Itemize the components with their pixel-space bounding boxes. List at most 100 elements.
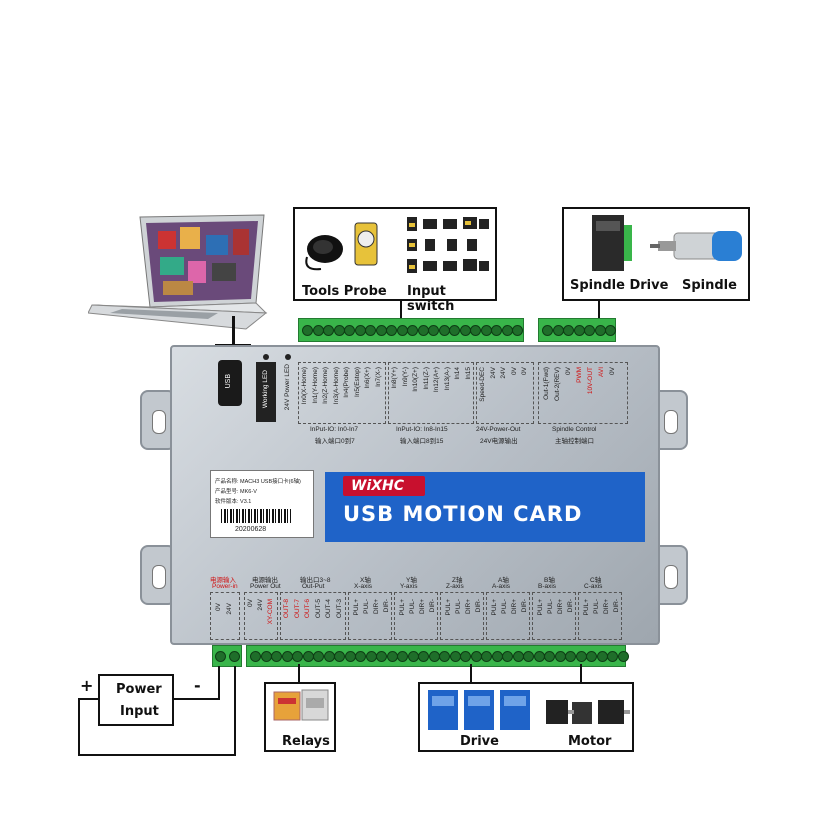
spindle-control-caption: Spindle Control — [552, 426, 597, 433]
pin-label: In4(Probe) — [343, 367, 350, 398]
sticker-line-2: 产品型号: MK6-V — [215, 489, 257, 495]
pin-label: OUT-7 — [293, 599, 301, 619]
terminal-screw — [302, 651, 314, 662]
spindle-icon — [650, 231, 742, 261]
input-panel-a: In0(X-Home)In1(Y-Home)In2(Z-Home)In3(A-H… — [298, 362, 386, 424]
sticker-serial: 20200628 — [235, 526, 267, 533]
power-led-area: 24V Power LED — [280, 362, 296, 430]
pin-label: 0V — [521, 367, 528, 375]
terminal-screw — [418, 651, 429, 662]
connector-line — [580, 664, 582, 684]
terminal-screw — [470, 325, 481, 336]
terminal-screw — [396, 325, 408, 336]
pin-label: Out-1(Fwd) — [543, 367, 550, 400]
terminal-screw — [355, 651, 366, 662]
terminal-screw — [523, 651, 534, 662]
pin-label: In6(X+) — [364, 367, 371, 389]
terminal-screw — [215, 651, 226, 662]
terminal-screw — [586, 651, 597, 662]
terminal-screw — [501, 325, 513, 336]
terminal-screw — [480, 325, 492, 336]
pin-label: 0V — [215, 603, 222, 611]
pin-label: DIR- — [429, 599, 436, 613]
pin-label: DIR- — [567, 599, 574, 613]
laptop-image — [87, 205, 268, 345]
axis-caption-cn: X轴 — [360, 577, 371, 584]
out-caption-cn: 输出口3~8 — [300, 577, 331, 584]
input-a-caption: InPut-IO: In0-In7 — [310, 426, 359, 433]
terminal-screw — [407, 325, 418, 336]
terminal-screw — [470, 651, 482, 662]
pin-label: PUL- — [547, 599, 554, 614]
pin-label: In7(X-) — [374, 367, 382, 387]
pin-label: DIR- — [521, 599, 528, 613]
terminal-screw — [502, 651, 513, 662]
pin-label: Speed-DEC — [479, 367, 486, 402]
terminal-screw — [438, 325, 450, 336]
board-title: USB MOTION CARD — [343, 502, 583, 526]
power-wire — [78, 698, 80, 756]
terminal-screw — [584, 325, 595, 336]
terminal-screw — [491, 325, 502, 336]
pin-label: PUL+ — [583, 599, 590, 616]
drive-icon — [428, 690, 530, 730]
sticker-line-1: 产品名称: MACH3 USB接口卡(6轴) — [215, 479, 301, 485]
usb-port: USB — [218, 360, 242, 406]
pin-label: DIR- — [475, 599, 482, 613]
terminal-screw — [344, 651, 356, 662]
working-led-label: Working LED — [262, 370, 269, 409]
power-input-box: Power Input — [98, 674, 174, 726]
pin-label: DIR- — [613, 599, 620, 613]
axis-caption: Z-axis — [446, 583, 464, 590]
pin-label: AVI — [598, 367, 605, 377]
terminal-screw — [617, 651, 629, 662]
axis-caption-cn: Z轴 — [452, 577, 463, 584]
terminal-screw — [344, 325, 355, 336]
axis-panel: PUL+PUL-DIR+DIR- — [440, 592, 484, 640]
axis-caption-cn: Y轴 — [406, 577, 417, 584]
power-wire — [218, 666, 220, 700]
terminal-screw — [302, 325, 313, 336]
pin-label: PUL+ — [399, 599, 406, 616]
drive-label: Drive — [460, 734, 499, 749]
pin-label: In9(Y-) — [401, 367, 409, 387]
spindle-control-caption-cn: 主轴控制端口 — [555, 438, 594, 445]
relays-callout: Relays — [264, 682, 336, 752]
terminal-screw — [449, 325, 460, 336]
pin-label: PWM — [576, 367, 583, 383]
pin-label: PUL+ — [353, 599, 360, 616]
power-in-caption: Power-in — [212, 583, 238, 590]
terminal-screw — [354, 325, 366, 336]
terminal-screw — [565, 651, 576, 662]
motor-label: Motor — [568, 734, 612, 749]
axis-caption-cn: A轴 — [498, 577, 509, 584]
axis-caption: Y-axis — [400, 583, 418, 590]
pin-label: OUT-5 — [314, 599, 322, 619]
pin-label: PUL- — [455, 599, 462, 614]
terminal-screw — [334, 651, 345, 662]
pin-label: DIR+ — [419, 599, 426, 614]
terminal-screw — [439, 651, 450, 662]
pin-label: Out-2(REV) — [554, 367, 561, 401]
terminal-screw — [481, 651, 492, 662]
terminal-screw — [552, 325, 564, 336]
pin-label: In15 — [464, 367, 472, 380]
terminal-screw — [542, 325, 553, 336]
product-sticker: 产品名称: MACH3 USB接口卡(6轴) 产品型号: MK6-V 软件版本:… — [210, 470, 314, 538]
pin-label: OUT-3 — [335, 599, 343, 619]
terminal-screw — [459, 325, 471, 336]
axis-caption: C-axis — [584, 583, 603, 590]
power-out-caption-cn: 24V电源输出 — [480, 438, 518, 445]
terminal-screw — [271, 651, 282, 662]
relay-icon — [273, 689, 329, 721]
pin-label: 0V — [247, 599, 254, 607]
power-out-caption: 24V-Power-Out — [476, 426, 521, 433]
minus-sign: - — [194, 676, 201, 695]
out-caption: Out-Put — [302, 583, 325, 590]
relays-label: Relays — [282, 734, 330, 749]
terminal-screw — [573, 325, 585, 336]
axis-caption-cn: B轴 — [544, 577, 555, 584]
terminal-screw — [281, 651, 293, 662]
terminal-screw — [386, 651, 398, 662]
connector-line — [298, 664, 300, 684]
